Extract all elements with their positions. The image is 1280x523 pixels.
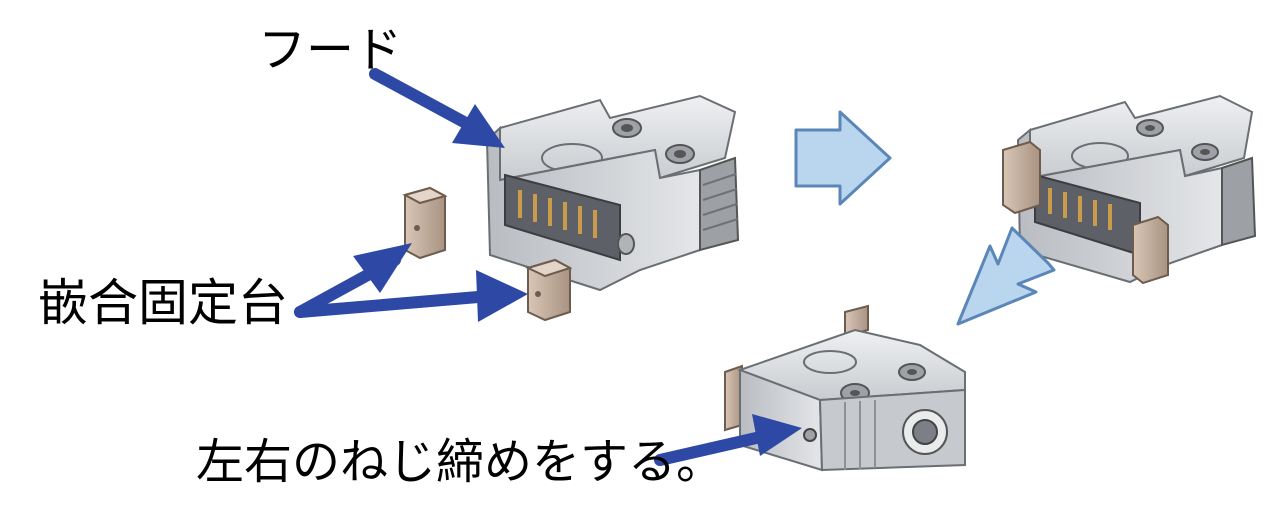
callout-arrowhead-screw xyxy=(752,414,802,456)
fixing-base-right xyxy=(525,258,573,322)
fixing-base-left xyxy=(402,186,448,260)
callout-arrowhead-base-right xyxy=(476,270,528,322)
callout-arrow-screw xyxy=(654,430,771,466)
label-hood: フード xyxy=(258,22,403,78)
step-arrow-right xyxy=(794,110,892,206)
connector-hood-assembled xyxy=(1002,94,1257,285)
callout-arrowhead-base-left xyxy=(353,243,412,293)
callout-arrowhead-hood xyxy=(452,104,505,148)
label-screw-instruction: 左右のねじ締めをする。 xyxy=(196,434,725,490)
callout-arrow-hood xyxy=(369,68,481,134)
callout-arrow-base-right xyxy=(294,290,496,318)
connector-hood-exploded xyxy=(485,94,740,292)
label-fixing-base: 嵌合固定台 xyxy=(38,274,288,332)
step-arrow-down-left xyxy=(956,226,1056,326)
